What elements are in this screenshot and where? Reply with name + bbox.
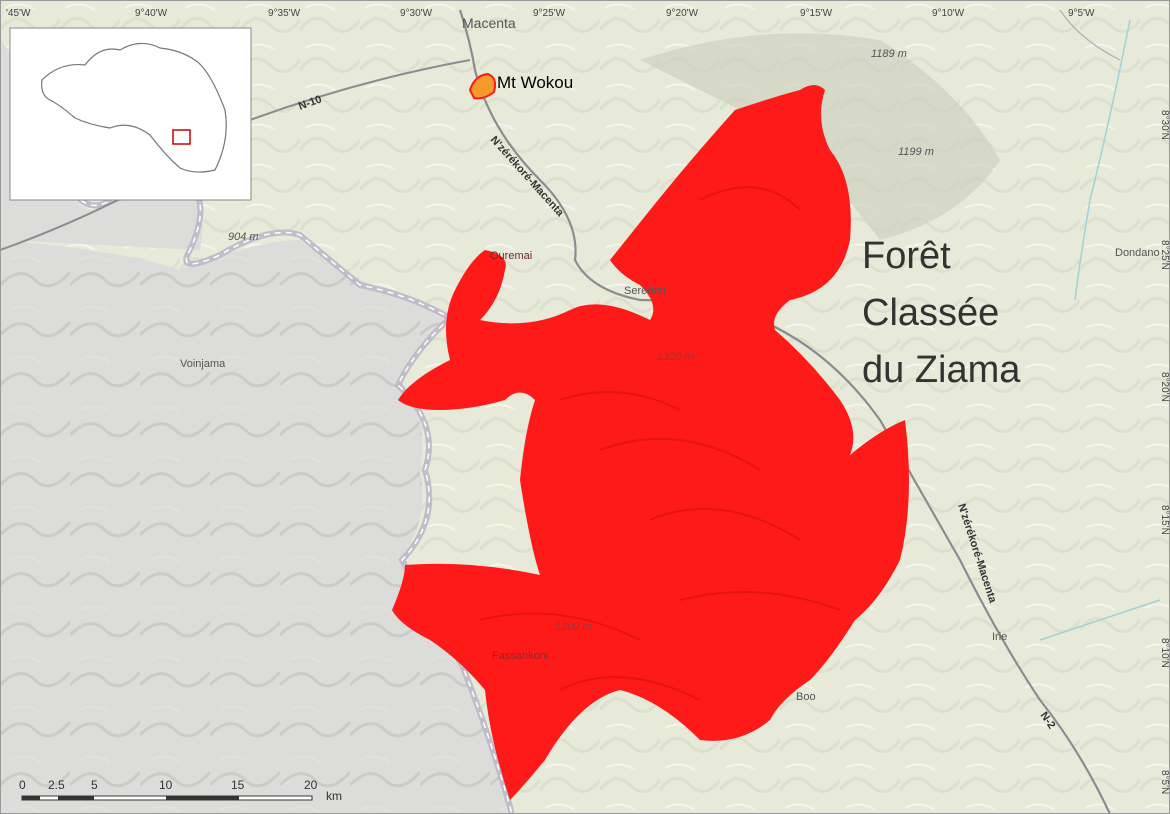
river <box>1074 19 1131 301</box>
town-label: Irie <box>992 631 1007 643</box>
scale-bar: 0 2.5 5 10 15 20 km <box>19 778 342 803</box>
town-label: Voinjama <box>180 358 226 370</box>
graticule-label: '45'W <box>6 8 31 19</box>
elevation-label: 1320 m <box>657 351 694 363</box>
town-label: Dondano <box>1115 247 1160 259</box>
road-secondary <box>1059 9 1121 61</box>
river <box>1039 599 1161 641</box>
map-title-line: Classée <box>862 292 999 334</box>
scale-tick-label: 10 <box>159 778 173 792</box>
elevation-label: 904 m <box>228 231 259 243</box>
elevation-label: 1199 m <box>898 146 934 158</box>
scale-tick-label: 5 <box>91 778 98 792</box>
elevation-label: 1200 m <box>555 621 592 633</box>
graticule-label: 8°5'N <box>1159 770 1170 794</box>
graticule-label: 9°15'W <box>800 8 833 19</box>
graticule-label: 8°15'N <box>1159 505 1170 535</box>
map-title-line: du Ziama <box>862 349 1021 391</box>
international-boundary-dash <box>19 49 513 814</box>
town-label: Seredou <box>624 285 666 297</box>
graticule-label: 8°20'N <box>1159 372 1170 402</box>
forest-polygon[interactable] <box>392 85 909 800</box>
town-label: Macenta <box>462 15 516 31</box>
graticule-label: 8°25'N <box>1159 240 1170 270</box>
town-label: Boo <box>796 691 816 703</box>
mt-wokou-feature[interactable] <box>468 72 497 100</box>
graticule-label: 8°30'N <box>1159 110 1170 140</box>
scale-unit: km <box>326 789 342 803</box>
graticule-label: 9°40'W <box>135 8 168 19</box>
inset-country-outline <box>41 42 227 173</box>
scale-tick-label: 2.5 <box>48 778 65 792</box>
map-title-line: Forêt <box>862 235 951 277</box>
town-label: Fassankoni <box>492 650 548 662</box>
graticule-label: 9°30'W <box>400 8 433 19</box>
graticule-label: 9°5'W <box>1068 8 1095 19</box>
graticule-label: 9°10'W <box>932 8 965 19</box>
liberia-relief <box>0 240 510 814</box>
scale-tick-label: 20 <box>304 778 318 792</box>
inset-map <box>9 27 252 201</box>
elevation-label: 1189 m <box>871 48 907 60</box>
town-label: Ouremai <box>490 250 532 262</box>
scale-tick-label: 0 <box>19 778 26 792</box>
graticule-label: 9°20'W <box>666 8 699 19</box>
graticule-label: 9°35'W <box>268 8 301 19</box>
mt-wokou-label: Mt Wokou <box>497 73 573 92</box>
scale-tick-label: 15 <box>231 778 245 792</box>
inset-location-box <box>172 129 191 145</box>
forest-relief <box>479 186 841 701</box>
graticule-label: 8°10'N <box>1159 638 1170 668</box>
graticule-label: 9°25'W <box>533 8 566 19</box>
